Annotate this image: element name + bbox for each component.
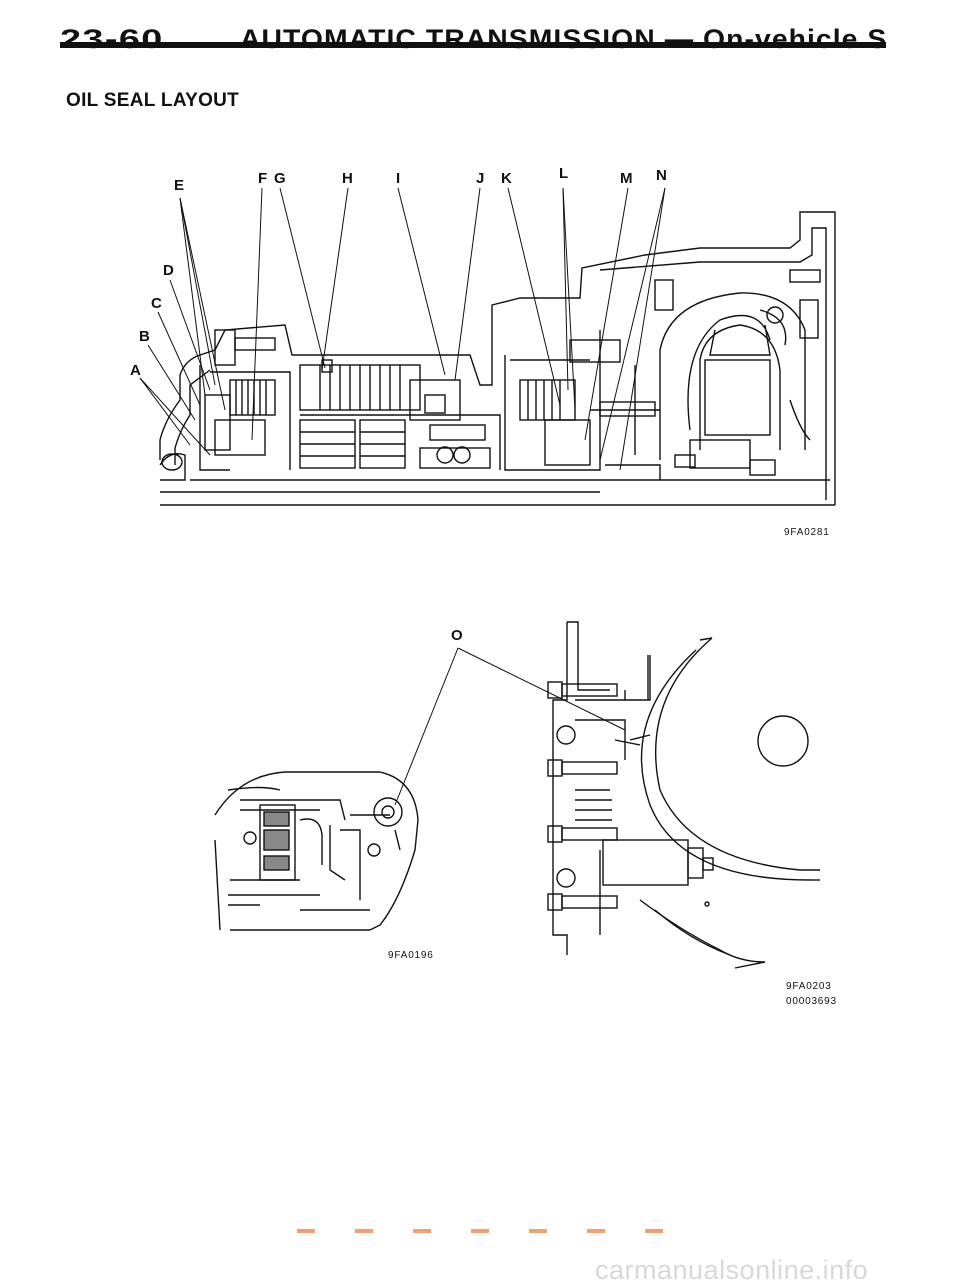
page-header: 23-60 AUTOMATIC TRANSMISSION — On-vehicl… (60, 24, 885, 64)
callout-d: D (163, 262, 174, 279)
callout-e: E (174, 177, 185, 194)
callout-c: C (151, 295, 162, 312)
callout-k: K (501, 170, 512, 187)
callout-i: I (396, 170, 401, 187)
figure-code-bottom-left: 9FA0196 (388, 950, 434, 961)
header-rule (60, 42, 886, 48)
callout-o: O (451, 627, 463, 644)
document-id: 00003693 (786, 996, 837, 1007)
callout-h: H (342, 170, 353, 187)
callout-leaders-top (139, 187, 666, 471)
footer-decoration (297, 1229, 692, 1233)
section-title: OIL SEAL LAYOUT (66, 90, 240, 111)
callout-leader-o-2 (457, 647, 626, 731)
callout-m: M (620, 170, 633, 187)
chapter-title: AUTOMATIC TRANSMISSION — On-vehicle Serv… (240, 24, 885, 54)
callout-n: N (656, 167, 667, 184)
footer-watermark[interactable]: carmanualsonline.info (595, 1255, 869, 1285)
callout-b: B (139, 328, 150, 345)
callout-f: F (258, 170, 268, 187)
transmission-cross-section (159, 211, 836, 506)
page-number: 23-60 (60, 24, 164, 54)
figure-code-bottom-right: 9FA0203 (786, 981, 832, 992)
callout-l: L (559, 165, 569, 182)
valve-body-drawing (214, 771, 419, 931)
callout-leader-o-1 (394, 647, 459, 806)
callout-j: J (476, 170, 485, 187)
callout-a: A (130, 362, 141, 379)
transmission-case-drawing (547, 621, 820, 969)
callout-g: G (274, 170, 286, 187)
figure-code-top: 9FA0281 (784, 527, 830, 538)
